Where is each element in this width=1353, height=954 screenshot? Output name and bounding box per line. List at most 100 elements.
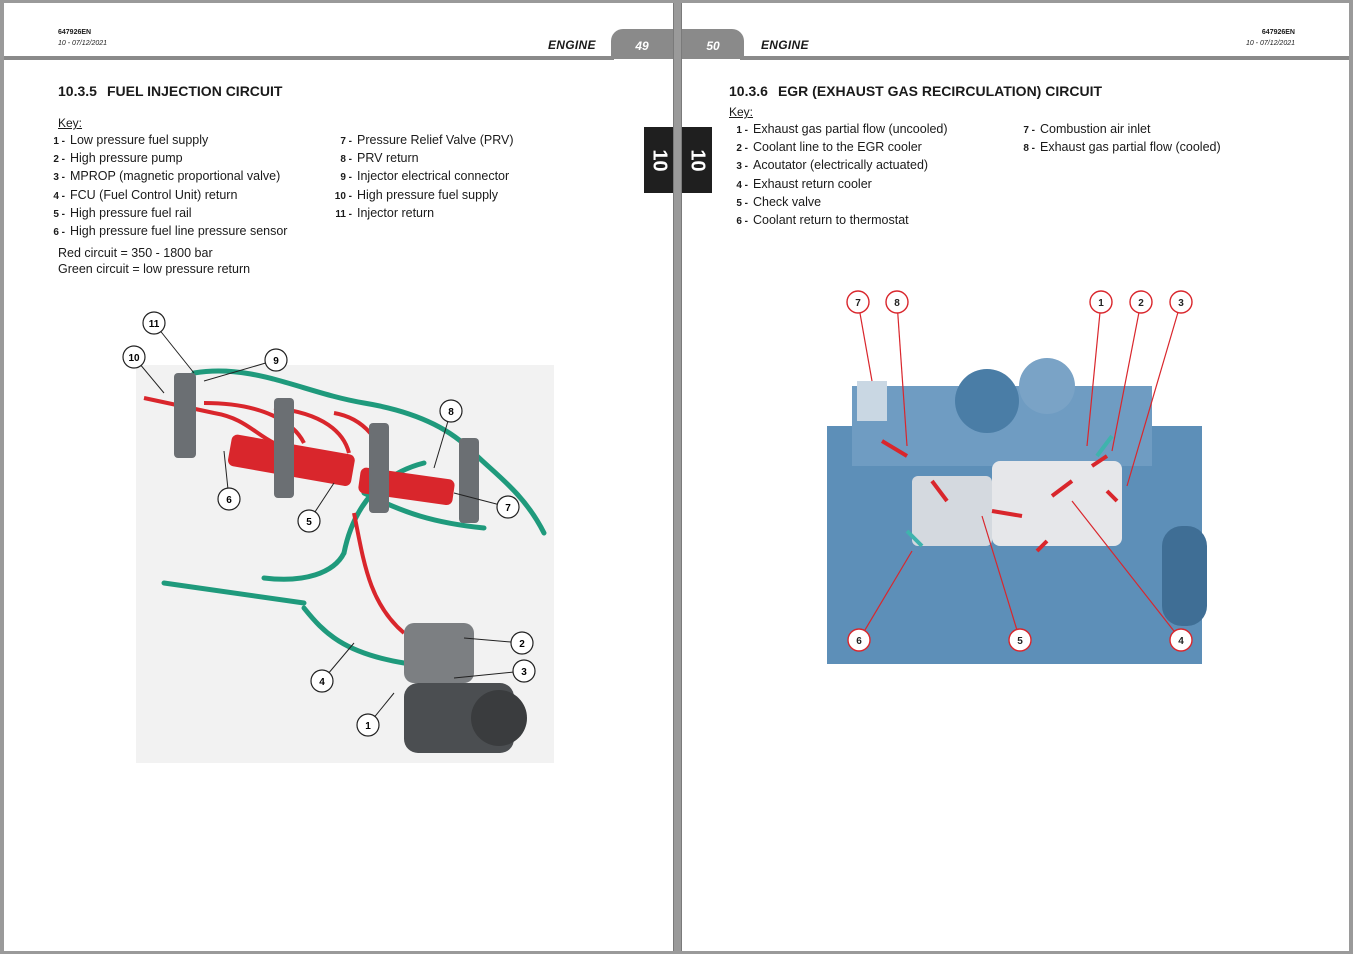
key-item: 6 -Coolant return to thermostat xyxy=(723,212,948,230)
key-item-text: Acoutator (electrically actuated) xyxy=(753,158,929,173)
header-rule xyxy=(740,56,1349,60)
section-title: FUEL INJECTION CIRCUIT xyxy=(106,83,283,99)
svg-text:10: 10 xyxy=(128,353,140,364)
key-item: 2 - High pressure pump xyxy=(40,150,287,168)
callout-8: 8 xyxy=(439,399,463,423)
page-number: 50 xyxy=(682,29,744,59)
chapter-tab: 10 xyxy=(682,127,712,193)
key-list-col2: 7 - Combustion air inlet 8 -Exhaust gas pa… xyxy=(1010,121,1221,157)
key-item-number: 3 - xyxy=(736,161,748,173)
key-item-number: 11 - xyxy=(335,208,352,220)
svg-text:3: 3 xyxy=(1178,298,1184,309)
callout-9: 9 xyxy=(264,348,288,372)
key-item: 1 - Low pressure fuel supply xyxy=(40,132,287,150)
header-rule xyxy=(4,56,614,60)
callout-3: 3 xyxy=(1169,290,1193,314)
injectors xyxy=(174,373,479,523)
section-word: ENGINE xyxy=(548,38,596,52)
svg-text:3: 3 xyxy=(521,667,527,678)
key-item-number: 7 - xyxy=(1023,125,1035,136)
chapter-tab-label: 10 xyxy=(686,148,709,172)
callout-7: 7 xyxy=(846,290,870,314)
key-item-number: 3 - xyxy=(53,172,65,184)
key-item: 8 -Exhaust gas partial flow (cooled) xyxy=(1010,139,1221,157)
section-number: 10.3.5 xyxy=(58,83,97,99)
key-item: 4 - FCU (Fuel Control Unit) return xyxy=(40,187,287,205)
key-item: 3 - Acoutator (electrically actuated) xyxy=(723,157,948,175)
key-item-text: Combustion air inlet xyxy=(1040,122,1151,136)
key-item: 10 -High pressure fuel supply xyxy=(327,187,514,205)
svg-text:7: 7 xyxy=(855,298,861,309)
key-item-number: 2 - xyxy=(53,154,65,166)
key-item-text: Check valve xyxy=(753,194,822,209)
key-item-text: Low pressure fuel supply xyxy=(70,133,209,147)
callout-markers: 11 10 9 8 6 5 7 4 2 3 1 xyxy=(122,311,536,737)
doc-code: 647926EN xyxy=(1261,29,1295,36)
key-item-text: High pressure fuel rail xyxy=(70,205,192,220)
high-pressure-pump xyxy=(404,623,527,753)
callout-6: 6 xyxy=(217,487,241,511)
svg-text:4: 4 xyxy=(1178,636,1184,647)
key-item: 6 -High pressure fuel line pressure sens… xyxy=(40,223,287,241)
key-item-number: 1 - xyxy=(736,125,748,136)
svg-text:11: 11 xyxy=(149,319,160,330)
key-item: 5 -Check valve xyxy=(723,194,948,212)
key-item: 5 - High pressure fuel rail xyxy=(40,205,287,223)
doc-date: 10 - 07/12/2021 xyxy=(1245,40,1295,47)
key-item-text: MPROP (magnetic proportional valve) xyxy=(70,169,281,184)
callout-5: 5 xyxy=(297,509,321,533)
callout-2: 2 xyxy=(510,631,534,655)
callout-4: 4 xyxy=(1169,628,1193,652)
callout-10: 10 xyxy=(122,345,146,369)
svg-text:4: 4 xyxy=(319,677,325,688)
section-number: 10.3.6 xyxy=(729,83,768,99)
leader-lines xyxy=(857,301,1182,641)
fuel-injection-diagram: 11 10 9 8 6 5 7 4 2 3 1 xyxy=(122,311,554,763)
callout-1: 1 xyxy=(1089,290,1113,314)
key-item-number: 1 - xyxy=(53,136,65,147)
svg-text:1: 1 xyxy=(365,721,371,732)
section-word: ENGINE xyxy=(761,38,809,52)
key-item-number: 8 - xyxy=(340,154,352,166)
key-item-number: 5 - xyxy=(53,208,65,220)
key-item: 8 - PRV return xyxy=(327,150,514,168)
key-item: 7 - Combustion air inlet xyxy=(1010,121,1221,139)
callout-2: 2 xyxy=(1129,290,1153,314)
svg-text:5: 5 xyxy=(306,517,312,528)
key-item-text: Exhaust gas partial flow (cooled) xyxy=(1040,140,1221,155)
key-item-text: Exhaust return cooler xyxy=(753,176,872,191)
key-item-text: High pressure fuel supply xyxy=(357,187,499,202)
page-number: 49 xyxy=(611,29,673,59)
svg-text:6: 6 xyxy=(226,495,232,506)
chapter-tab-label: 10 xyxy=(648,148,671,172)
doc-date: 10 - 07/12/2021 xyxy=(58,40,108,47)
exhaust-flow-arrows xyxy=(880,439,1119,553)
key-item-number: 4 - xyxy=(736,179,748,191)
key-item-text: PRV return xyxy=(357,151,419,166)
key-item-text: Pressure Relief Valve (PRV) xyxy=(357,133,514,147)
key-item: 4 - Exhaust return cooler xyxy=(723,176,948,194)
svg-text:8: 8 xyxy=(894,298,900,309)
key-item-text: High pressure pump xyxy=(70,151,183,166)
key-item-text: High pressure fuel line pressure sensor xyxy=(70,224,288,239)
key-item-number: 7 - xyxy=(340,136,352,147)
svg-text:9: 9 xyxy=(273,356,279,367)
section-heading: 10.3.5 FUEL INJECTION CIRCUIT xyxy=(58,83,282,99)
key-item: 7 - Pressure Relief Valve (PRV) xyxy=(327,132,514,150)
svg-text:5: 5 xyxy=(1017,636,1023,647)
key-item-number: 2 - xyxy=(736,143,748,155)
key-list-col1: 1 - Low pressure fuel supply 2 - High press… xyxy=(40,132,287,241)
egr-circuit-diagram: 7 8 1 2 3 6 5 4 xyxy=(827,290,1207,664)
svg-text:2: 2 xyxy=(1138,298,1144,309)
coolant-flow-arrows xyxy=(905,434,1114,548)
chapter-tab: 10 xyxy=(644,127,673,193)
key-item: 3 - MPROP (magnetic proportional valve) xyxy=(40,168,287,186)
key-item-text: Injector return xyxy=(357,205,435,220)
key-item-number: 6 - xyxy=(736,216,748,228)
key-item-text: FCU (Fuel Control Unit) return xyxy=(70,187,238,202)
key-item-number: 4 - xyxy=(53,190,65,202)
right-page: 50 ENGINE 647926EN 10 - 07/12/2021 10 10… xyxy=(681,3,1349,951)
callout-3: 3 xyxy=(512,659,536,683)
callout-8: 8 xyxy=(885,290,909,314)
